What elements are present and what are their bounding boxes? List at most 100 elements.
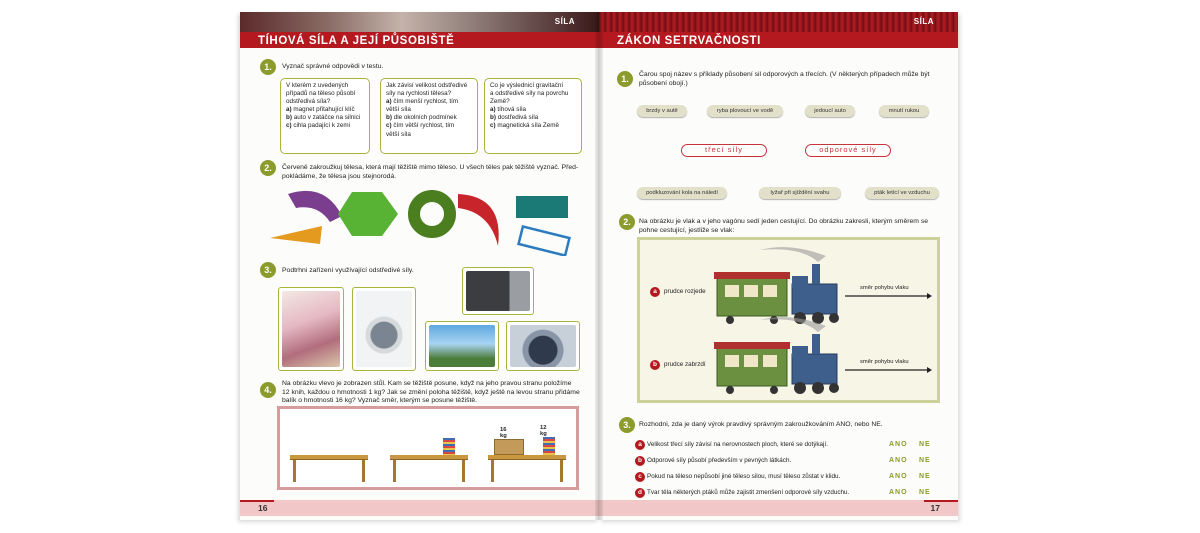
green-hexagon-shape xyxy=(338,192,398,236)
blender-photo xyxy=(278,287,344,371)
quiz-question: a odstředivé síly na povrchu xyxy=(490,90,569,98)
letter-badge: a xyxy=(650,287,660,297)
red-crescent-shape xyxy=(458,194,499,246)
quiz-question: případů na těleso působí xyxy=(286,90,356,98)
exercise-text: Vyznač správné odpovědi v testu. xyxy=(282,63,384,70)
exercise-text: Na obrázku vlevo je zobrazen stůl. Kam s… xyxy=(282,380,580,405)
quiz-answer: b) dostředivá síla xyxy=(490,114,539,122)
quiz-question: síly na rychlosti tělesa? xyxy=(386,90,452,98)
example-pill[interactable]: jedoucí auto xyxy=(805,105,855,117)
right-page: SÍLA ZÁKON SETRVAČNOSTI 1. Čarou spoj ná… xyxy=(599,12,958,520)
example-pill[interactable]: mnutí rukou xyxy=(879,105,929,117)
chapter-tag: SÍLA xyxy=(554,17,575,26)
right-header: SÍLA ZÁKON SETRVAČNOSTI xyxy=(599,12,958,48)
quiz-box: Jak závisí velikost odstředivé síly na r… xyxy=(380,78,478,154)
exercise-text: Červeně zakroužkuj tělesa, která mají tě… xyxy=(282,164,579,180)
exercise-number: 3. xyxy=(619,417,635,433)
quiz-answer: c) cihla padající k zemi xyxy=(286,122,351,130)
centrifuge-photo xyxy=(506,321,580,371)
direction-label: směr pohybu vlaku xyxy=(860,359,909,365)
yes-option[interactable]: ANO xyxy=(889,457,908,464)
exercise-text: Podtrhni zařízení využívající odstředivé… xyxy=(282,267,414,274)
exercise-number: 4. xyxy=(260,382,276,398)
washing-machine-photo xyxy=(352,287,416,371)
statement-text: Pokud na těleso nepůsobí jiné těleso sil… xyxy=(647,473,841,480)
quiz-box: V kterém z uvedených případů na těleso p… xyxy=(280,78,370,154)
quiz-answer: a) čím menší rychlost, tím xyxy=(386,98,459,106)
example-pill[interactable]: podkluzování kola na náledí xyxy=(637,187,727,199)
carousel-photo xyxy=(425,321,499,371)
quiz-answer: větší síla xyxy=(386,106,411,114)
quiz-answer: b) dle okolních podmínek xyxy=(386,114,457,122)
no-option[interactable]: NE xyxy=(919,473,931,480)
letter-badge: b xyxy=(635,456,645,466)
books-weight-label: 12 kg xyxy=(540,425,547,437)
letter-badge: a xyxy=(635,440,645,450)
microwave-photo xyxy=(462,267,534,315)
quiz-answer: a) magnet přitahující klíč xyxy=(286,106,355,114)
open-textbook: SÍLA TÍHOVÁ SÍLA A JEJÍ PŮSOBIŠTĚ 1. Vyz… xyxy=(240,12,958,520)
letter-badge: c xyxy=(635,472,645,482)
quiz-question: Co je výslednicí gravitační xyxy=(490,82,564,89)
right-footer: 17 xyxy=(599,500,958,516)
book-gutter xyxy=(595,12,603,520)
statement-text: Velikost třecí síly závisí na nerovnoste… xyxy=(647,441,828,448)
page-title: TÍHOVÁ SÍLA A JEJÍ PŮSOBIŠTĚ xyxy=(258,35,455,47)
exercise-text: Čarou spoj název s příklady působení sil… xyxy=(639,71,930,87)
train-illustration: a prudce rozjede směr pohybu vlaku b pru… xyxy=(637,237,940,403)
train-label: prudce zabrzdí xyxy=(664,361,706,368)
page-title: ZÁKON SETRVAČNOSTI xyxy=(617,35,761,47)
exercise-number: 3. xyxy=(260,262,276,278)
letter-badge: b xyxy=(650,360,660,370)
geometric-shapes xyxy=(270,190,571,256)
letter-badge: d xyxy=(635,488,645,498)
exercise-number: 2. xyxy=(619,214,635,230)
no-option[interactable]: NE xyxy=(919,489,931,496)
header-bar xyxy=(240,32,599,48)
yes-option[interactable]: ANO xyxy=(889,489,908,496)
example-pill[interactable]: brzdy v autě xyxy=(637,105,687,117)
statement-text: Tvar těla některých ptáků může zajistit … xyxy=(647,489,850,496)
quiz-box: Co je výslednicí gravitační a odstředivé… xyxy=(484,78,582,154)
no-option[interactable]: NE xyxy=(919,441,931,448)
quiz-answer: b) auto v zatáčce na silnici xyxy=(286,114,361,122)
quiz-answer: větší síla xyxy=(386,130,411,138)
no-option[interactable]: NE xyxy=(919,457,931,464)
example-pill[interactable]: ryba plovoucí ve vodě xyxy=(707,105,783,117)
green-ring-shape xyxy=(408,190,456,238)
chapter-tag: SÍLA xyxy=(913,17,934,26)
purple-arc-shape xyxy=(288,190,342,222)
force-label-resistance[interactable]: odporové síly xyxy=(805,144,891,157)
example-pill[interactable]: pták letící ve vzduchu xyxy=(865,187,939,199)
left-footer: 16 xyxy=(240,500,599,516)
teal-rectangle-shape xyxy=(516,196,568,218)
yes-option[interactable]: ANO xyxy=(889,473,908,480)
train-b xyxy=(714,317,932,394)
blue-outline-rectangle-shape xyxy=(517,224,571,256)
page-number: 17 xyxy=(930,503,940,513)
orange-triangle-shape xyxy=(270,226,322,244)
quiz-question: odstředivá síla? xyxy=(286,98,331,106)
book-stack xyxy=(543,437,555,455)
header-bar xyxy=(599,32,958,48)
quiz-question: V kterém z uvedených xyxy=(286,82,349,89)
exercise-text: Rozhodni, zda je daný výrok pravdivý spr… xyxy=(639,421,883,428)
force-label-friction[interactable]: třecí síly xyxy=(681,144,767,157)
train-label: prudce rozjede xyxy=(664,288,706,295)
quiz-answer: c) čím větší rychlost, tím xyxy=(386,122,455,130)
tables-illustration: 16 kg 12 kg xyxy=(277,406,579,490)
left-page: SÍLA TÍHOVÁ SÍLA A JEJÍ PŮSOBIŠTĚ 1. Vyz… xyxy=(240,12,599,520)
yes-option[interactable]: ANO xyxy=(889,441,908,448)
quiz-question: Jak závisí velikost odstředivé xyxy=(386,82,468,89)
train-drawing xyxy=(714,247,932,394)
exercise-number: 2. xyxy=(260,160,276,176)
quiz-answer: c) magnetická síla Země xyxy=(490,122,559,130)
exercise-number: 1. xyxy=(260,59,276,75)
page-number: 16 xyxy=(258,503,268,513)
package-weight-label: 16 kg xyxy=(500,427,507,439)
left-header: SÍLA TÍHOVÁ SÍLA A JEJÍ PŮSOBIŠTĚ xyxy=(240,12,599,48)
exercise-number: 1. xyxy=(617,71,633,87)
example-pill[interactable]: lyžař při sjíždění svahu xyxy=(759,187,841,199)
book-stack xyxy=(443,438,455,455)
quiz-answer: a) tíhová síla xyxy=(490,106,527,114)
